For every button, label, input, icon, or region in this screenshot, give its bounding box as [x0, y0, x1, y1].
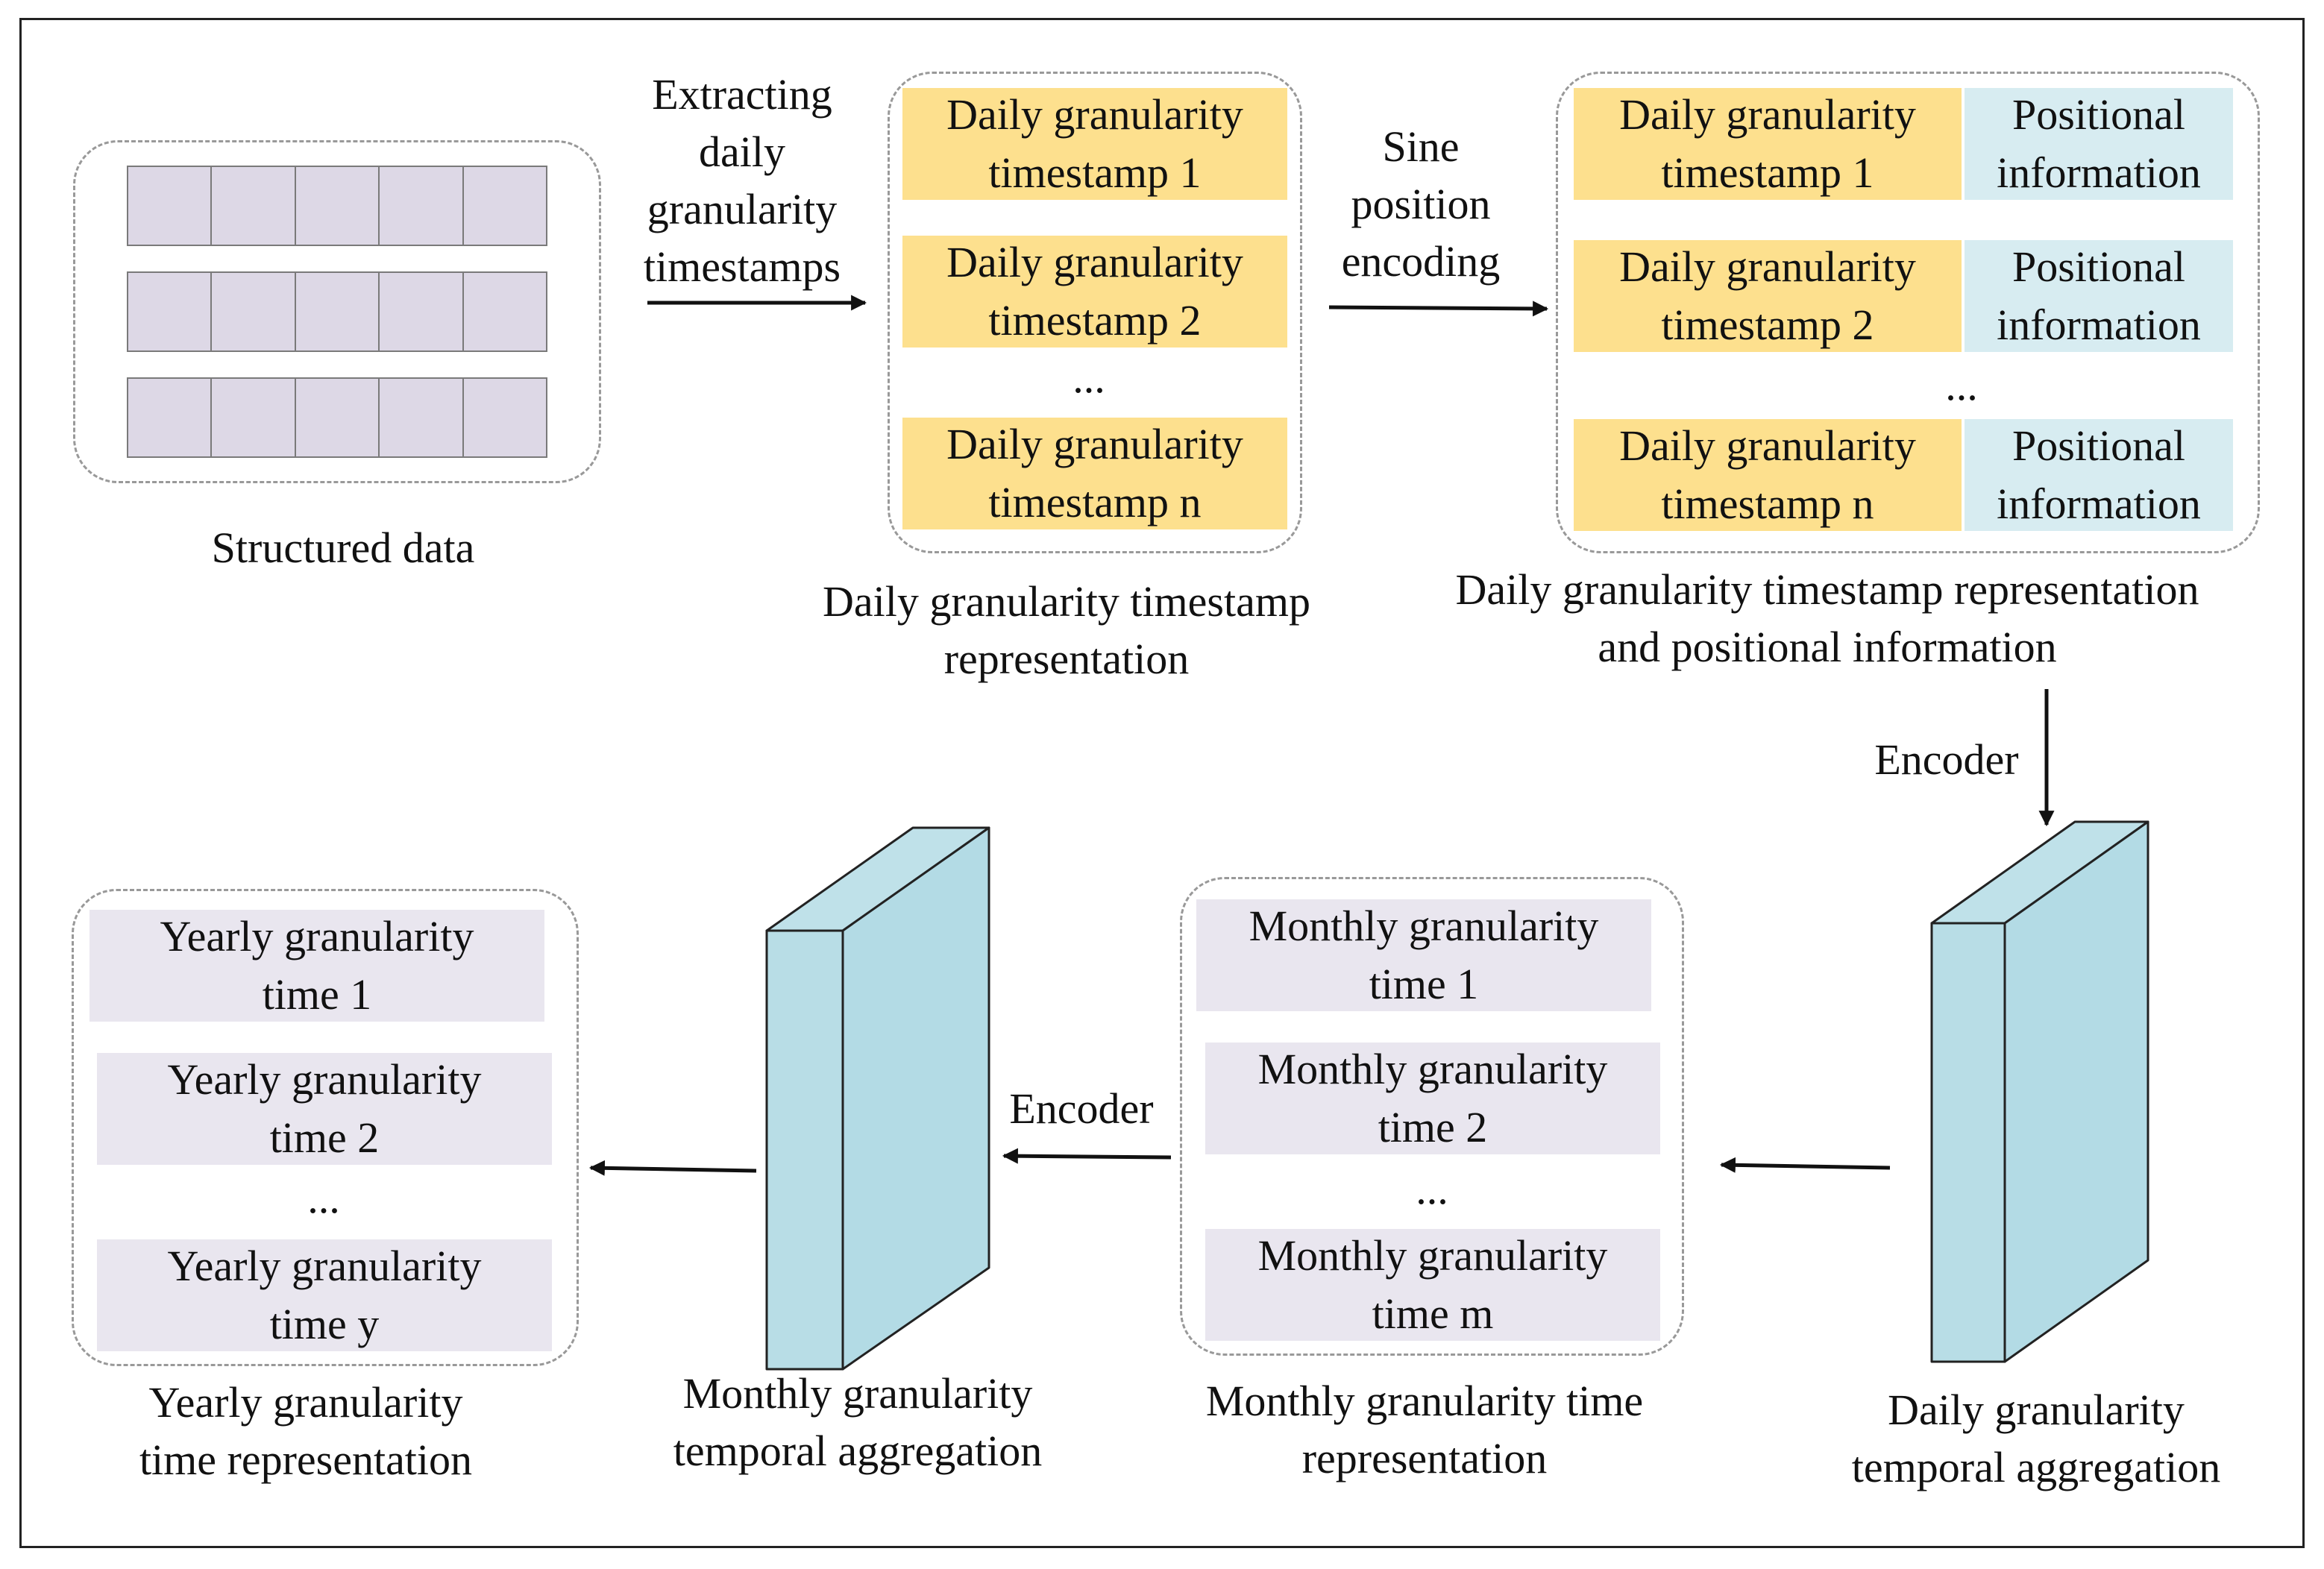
positional-info-2: Positional information	[1965, 240, 2233, 352]
encoder-left-arrow	[1002, 1148, 1172, 1164]
yearly-representation-container	[72, 889, 579, 1366]
daily-aggregation-caption: Daily granularity temporal aggregation	[1851, 1386, 2221, 1491]
yearly-ellipsis: ...	[307, 1174, 340, 1222]
daily-positional-caption: Daily granularity timestamp representati…	[1455, 565, 2199, 671]
daily-ellipsis: ...	[1073, 353, 1105, 402]
data-cell	[128, 167, 213, 245]
data-cell	[380, 273, 464, 350]
data-cell	[295, 379, 380, 456]
sine-encoding-arrow	[1328, 301, 1549, 317]
daily-timestamp-2: Daily granularity timestamp 2	[902, 236, 1287, 348]
encoder-label-2: Encoder	[1009, 1084, 1154, 1133]
monthly-aggregation-block	[765, 826, 990, 1371]
monthly-aggregation-caption: Monthly granularity temporal aggregation	[673, 1369, 1043, 1475]
daily-pos-timestamp-n: Daily granularity timestamp n	[1574, 419, 1962, 531]
yearly-time-2: Yearly granularity time 2	[97, 1053, 552, 1165]
structured-data-row	[127, 166, 547, 246]
extracting-arrow-label: Extracting daily granularity timestamps	[643, 70, 841, 291]
to-monthly-arrow	[1719, 1157, 1891, 1173]
daily-timestamp-n: Daily granularity timestamp n	[902, 418, 1287, 529]
daily-pos-ellipsis: ...	[1945, 361, 1978, 409]
data-cell	[463, 379, 547, 456]
data-cell	[128, 273, 213, 350]
monthly-time-m: Monthly granularity time m	[1205, 1229, 1660, 1341]
data-cell	[380, 379, 464, 456]
structured-data-row	[127, 271, 547, 352]
structured-data-caption: Structured data	[211, 523, 475, 572]
sine-encoding-arrow-label: Sine position encoding	[1341, 122, 1501, 286]
to-yearly-arrow	[588, 1160, 757, 1176]
daily-aggregation-block	[1930, 820, 2149, 1363]
data-cell	[295, 273, 380, 350]
yearly-time-y: Yearly granularity time y	[97, 1239, 552, 1351]
monthly-ellipsis: ...	[1416, 1165, 1448, 1213]
daily-pos-timestamp-2: Daily granularity timestamp 2	[1574, 240, 1962, 352]
daily-positional-container	[1556, 72, 2260, 553]
data-cell	[463, 273, 547, 350]
yearly-time-1: Yearly granularity time 1	[89, 910, 544, 1022]
positional-info-n: Positional information	[1965, 419, 2233, 531]
positional-info-1: Positional information	[1965, 88, 2233, 200]
daily-pos-timestamp-1: Daily granularity timestamp 1	[1574, 88, 1962, 200]
data-cell	[380, 167, 464, 245]
monthly-representation-container	[1180, 877, 1684, 1356]
data-cell	[463, 167, 547, 245]
structured-data-row	[127, 377, 547, 458]
monthly-representation-caption: Monthly granularity time representation	[1205, 1377, 1644, 1482]
monthly-time-2: Monthly granularity time 2	[1205, 1043, 1660, 1154]
data-cell	[128, 379, 213, 456]
figure-frame	[19, 18, 2305, 1548]
data-cell	[212, 167, 296, 245]
daily-representation-container	[888, 72, 1302, 553]
data-cell	[295, 167, 380, 245]
encoder-label-1: Encoder	[1874, 735, 2019, 784]
structured-data-container	[73, 140, 601, 483]
yearly-representation-caption: Yearly granularity time representation	[139, 1378, 473, 1484]
daily-timestamp-1: Daily granularity timestamp 1	[902, 88, 1287, 200]
data-cell	[212, 379, 296, 456]
daily-representation-caption: Daily granularity timestamp representati…	[823, 577, 1310, 683]
data-cell	[212, 273, 296, 350]
monthly-time-1: Monthly granularity time 1	[1196, 899, 1651, 1011]
